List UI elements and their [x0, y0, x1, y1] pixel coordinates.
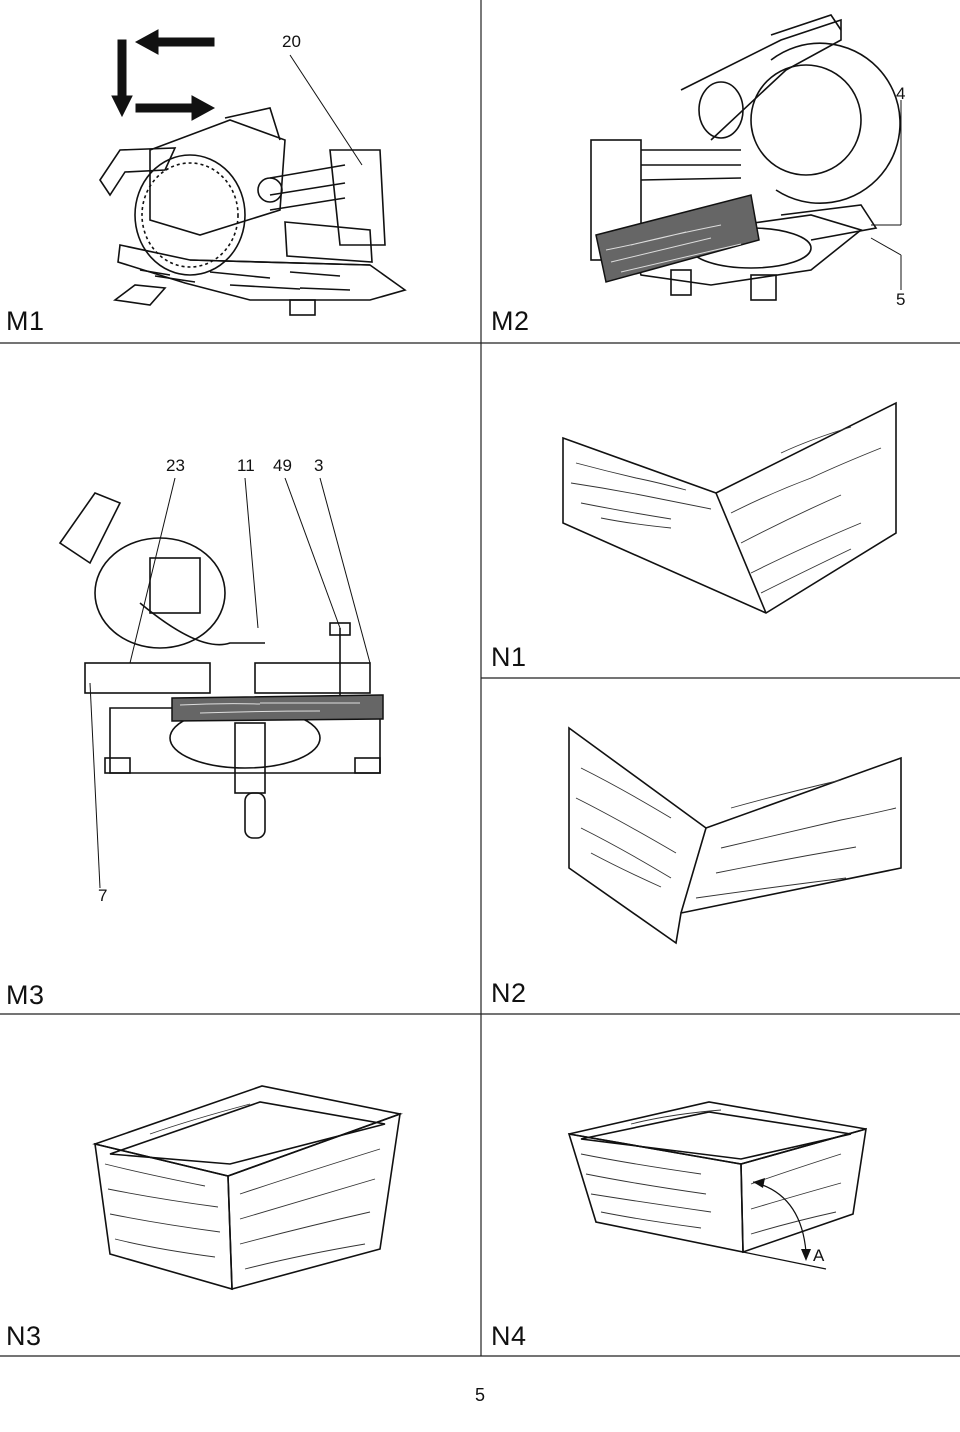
callout-23: 23: [166, 456, 185, 475]
figure-label-m3: M3: [6, 980, 45, 1010]
figure-n2: N2: [481, 678, 960, 1014]
figure-m2: 4 5 M2: [481, 0, 960, 343]
miter-saw-front-drawing: [58, 477, 384, 889]
wood-workpiece: [595, 194, 760, 283]
callout-49: 49: [273, 456, 292, 475]
figure-n4: A N4: [481, 1014, 960, 1356]
figure-m1: 20 M1: [0, 0, 481, 343]
miter-joint-bevel-drawing: [568, 726, 902, 945]
callout-3: 3: [314, 456, 324, 475]
callout-7: 7: [98, 886, 108, 905]
figure-label-n4: N4: [491, 1321, 527, 1351]
figure-n3: N3: [0, 1014, 481, 1356]
page-number: 5: [474, 1385, 485, 1405]
callout-4: 4: [896, 84, 906, 103]
figure-label-n1: N1: [491, 642, 527, 672]
figure-label-n2: N2: [491, 978, 527, 1008]
wooden-box-drawing: [92, 1085, 403, 1291]
figure-m3: 23 11 49 3 7 M3: [0, 343, 481, 1014]
callout-a: A: [813, 1246, 825, 1265]
callout-20: 20: [282, 32, 301, 51]
miter-saw-slide-drawing: [99, 29, 407, 316]
callout-5: 5: [896, 290, 906, 309]
figure-label-m1: M1: [6, 306, 45, 336]
wooden-box-bevel-drawing: [567, 1101, 867, 1270]
miter-saw-workpiece-drawing: [590, 14, 902, 301]
figure-label-m2: M2: [491, 306, 530, 336]
wood-workpiece: [171, 694, 384, 722]
direction-arrows-icon: [111, 29, 216, 121]
miter-joint-flat-drawing: [562, 401, 897, 614]
figure-label-n3: N3: [6, 1321, 42, 1351]
figure-n1: N1: [481, 343, 960, 678]
callout-11: 11: [237, 456, 255, 475]
